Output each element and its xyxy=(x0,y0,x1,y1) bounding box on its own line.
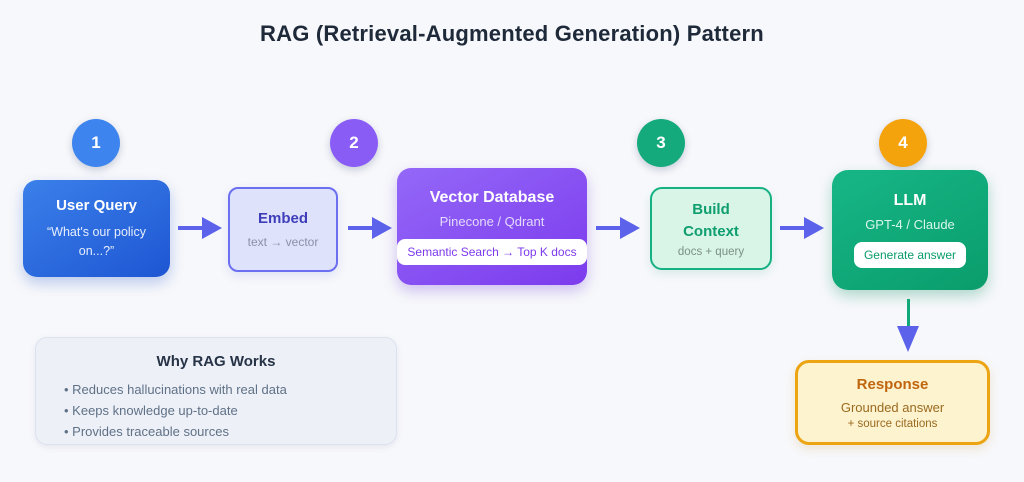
semantic-search-badge: Semantic Search → Top K docs xyxy=(397,238,587,265)
arrow-shaft xyxy=(780,226,804,230)
arrow-head xyxy=(372,217,392,239)
arrow-head xyxy=(804,217,824,239)
step-number-label: 2 xyxy=(349,133,359,152)
flow-arrow-down-icon xyxy=(897,299,919,352)
node-response: Response Grounded answer + source citati… xyxy=(795,360,990,445)
node-title: Response xyxy=(856,375,929,393)
node-title: User Query xyxy=(56,196,137,214)
step-number-badge-4: 4 xyxy=(879,119,927,167)
flow-arrow-right-icon xyxy=(596,217,640,239)
step-number-badge-1: 1 xyxy=(72,119,120,167)
node-subtitle: docs + query xyxy=(677,246,745,259)
step-number-label: 3 xyxy=(656,133,666,152)
list-item: Reduces hallucinations with real data xyxy=(64,379,396,400)
flow-arrow-right-icon xyxy=(348,217,392,239)
node-title: Vector Database xyxy=(429,188,555,206)
list-item: Provides traceable sources xyxy=(64,421,396,442)
node-vector-database: Vector Database Pinecone / Qdrant Semant… xyxy=(397,168,587,285)
flow-arrow-right-icon xyxy=(780,217,824,239)
node-subtitle-line1: Grounded answer xyxy=(840,399,945,415)
flow-arrow-right-icon xyxy=(178,217,222,239)
panel-title: Why RAG Works xyxy=(156,353,276,370)
node-embed: Embed text → vector xyxy=(228,187,338,272)
arrow-shaft xyxy=(178,226,202,230)
step-number-label: 1 xyxy=(91,133,101,152)
node-title: Build Context xyxy=(683,200,739,240)
node-subtitle: GPT-4 / Claude xyxy=(865,217,955,232)
why-rag-works-panel: Why RAG Works Reduces hallucinations wit… xyxy=(35,337,397,445)
step-number-badge-2: 2 xyxy=(330,119,378,167)
page-title: RAG (Retrieval-Augmented Generation) Pat… xyxy=(260,21,764,46)
step-number-badge-3: 3 xyxy=(637,119,685,167)
node-user-query: User Query “What's our policy on...?” xyxy=(23,180,170,277)
node-llm: LLM GPT-4 / Claude Generate answer xyxy=(832,170,988,290)
arrow-head xyxy=(897,326,919,352)
list-item: Keeps knowledge up-to-date xyxy=(64,400,396,421)
generate-answer-badge: Generate answer xyxy=(853,242,967,268)
step-number-label: 4 xyxy=(898,133,908,152)
node-subtitle-line2: + source citations xyxy=(847,417,938,430)
node-build-context: Build Context docs + query xyxy=(650,187,772,270)
node-subtitle: text → vector xyxy=(247,235,319,249)
arrow-shaft xyxy=(348,226,372,230)
node-title: Embed xyxy=(257,210,308,227)
arrow-shaft xyxy=(906,299,910,326)
arrow-head xyxy=(620,217,640,239)
node-title: LLM xyxy=(893,192,927,209)
node-subtitle: “What's our policy on...?” xyxy=(47,224,146,258)
arrow-shaft xyxy=(596,226,620,230)
node-subtitle: Pinecone / Qdrant xyxy=(439,213,545,229)
benefit-list: Reduces hallucinations with real data Ke… xyxy=(36,379,396,442)
arrow-head xyxy=(202,217,222,239)
